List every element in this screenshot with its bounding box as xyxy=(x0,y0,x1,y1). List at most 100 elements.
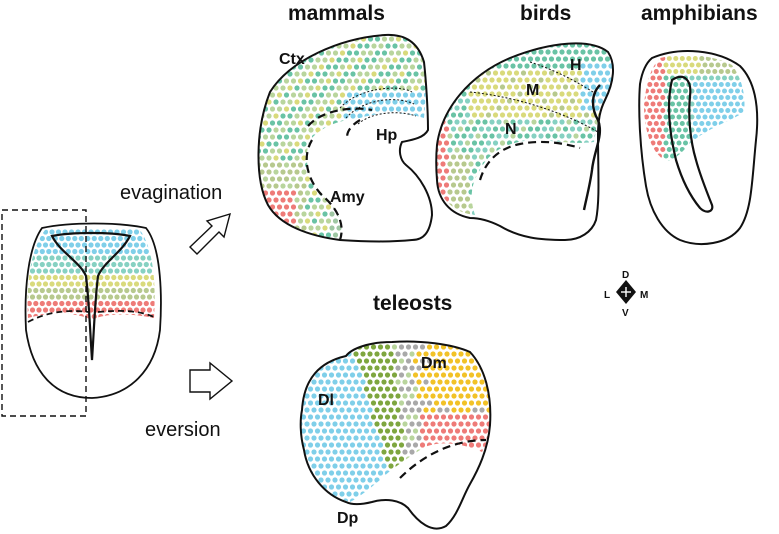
cell-dot xyxy=(454,400,461,406)
cell-dot xyxy=(608,35,613,40)
cell-dot xyxy=(391,456,398,462)
cell-dot xyxy=(101,281,107,287)
cell-dot xyxy=(137,287,143,294)
cell-dot xyxy=(78,248,84,255)
cell-dot xyxy=(423,463,429,469)
cell-dot xyxy=(608,161,614,167)
cell-dot xyxy=(468,372,475,378)
cell-dot xyxy=(339,92,346,98)
cell-dot xyxy=(78,287,84,294)
cell-dot xyxy=(399,183,405,189)
cell-dot xyxy=(440,456,447,462)
cell-dot xyxy=(65,287,71,294)
cell-dot xyxy=(350,155,356,161)
cell-dot xyxy=(367,365,373,371)
cell-dot xyxy=(741,62,745,68)
cell-dot xyxy=(538,119,544,125)
cell-dot xyxy=(583,126,590,132)
cell-dot xyxy=(374,407,380,413)
cell-dot xyxy=(604,168,611,174)
cell-dot xyxy=(280,127,286,133)
cell-dot xyxy=(644,56,646,61)
cell-dot xyxy=(304,176,311,182)
cell-dot xyxy=(580,63,586,69)
cell-dot xyxy=(356,372,363,378)
cell-dot xyxy=(534,70,541,76)
cell-dot xyxy=(461,133,467,139)
cell-dot xyxy=(423,379,429,385)
cell-dot xyxy=(318,491,324,497)
cell-dot xyxy=(353,92,360,98)
cell-dot xyxy=(440,484,447,490)
cell-dot xyxy=(273,183,279,189)
cell-dot xyxy=(485,140,492,146)
cell-dot xyxy=(318,162,325,168)
cell-dot xyxy=(75,281,81,287)
cell-dot xyxy=(538,217,543,222)
cell-dot xyxy=(27,287,32,294)
cell-dot xyxy=(437,91,439,97)
cell-dot xyxy=(27,300,32,307)
cell-dot xyxy=(252,183,257,188)
cell-dot xyxy=(307,414,314,420)
bird-mesopallium-lamina xyxy=(469,91,599,133)
cell-dot xyxy=(517,35,522,40)
cell-dot xyxy=(46,261,52,268)
cell-dot xyxy=(562,210,569,215)
cell-dot xyxy=(384,470,391,476)
cell-dot xyxy=(496,49,502,55)
cell-dot xyxy=(280,211,286,217)
cell-dot xyxy=(416,162,423,168)
cell-dot xyxy=(258,92,262,98)
cell-dot xyxy=(374,365,380,371)
cell-dot xyxy=(360,407,366,413)
cell-dot xyxy=(608,203,614,209)
cell-dot xyxy=(653,108,659,113)
cell-dot xyxy=(259,57,265,63)
cell-dot xyxy=(485,182,492,188)
cell-dot xyxy=(520,210,527,215)
cell-dot xyxy=(339,379,345,385)
cell-dot xyxy=(451,351,457,357)
cell-dot xyxy=(287,85,293,91)
cell-dot xyxy=(301,197,307,203)
cell-dot xyxy=(471,70,478,76)
cell-dot xyxy=(666,160,672,161)
cell-dot xyxy=(363,414,370,420)
cell-dot xyxy=(269,162,276,168)
cell-dot xyxy=(378,43,384,49)
cell-dot xyxy=(475,344,482,350)
cell-dot xyxy=(413,183,419,189)
cell-dot xyxy=(440,49,446,55)
cell-dot xyxy=(426,442,433,448)
cell-dot xyxy=(741,88,745,94)
teleost-subpallial-boundary xyxy=(399,438,487,479)
cell-dot xyxy=(464,182,471,188)
cell-dot xyxy=(499,112,506,118)
cell-dot xyxy=(416,120,423,126)
cell-dot xyxy=(318,78,325,84)
cell-dot xyxy=(339,407,345,413)
cell-dot xyxy=(346,449,352,455)
cell-dot xyxy=(510,203,516,209)
cell-dot xyxy=(367,463,373,469)
cell-dot xyxy=(318,379,324,385)
cell-dot xyxy=(353,148,360,154)
cell-dot xyxy=(385,169,391,175)
cell-dot xyxy=(364,169,370,175)
cell-dot xyxy=(426,484,433,490)
cell-dot xyxy=(384,358,391,364)
cell-dot xyxy=(725,82,731,87)
cell-dot xyxy=(350,127,356,133)
cell-dot xyxy=(370,400,377,406)
cell-dot xyxy=(604,84,611,90)
cell-dot xyxy=(409,190,416,196)
cell-dot xyxy=(594,35,599,40)
cell-dot xyxy=(409,421,415,427)
cell-dot xyxy=(46,248,52,255)
cell-dot xyxy=(385,29,390,34)
cell-dot xyxy=(98,274,104,281)
cell-dot xyxy=(378,183,384,189)
cell-dot xyxy=(702,101,708,107)
cell-dot xyxy=(329,57,335,63)
